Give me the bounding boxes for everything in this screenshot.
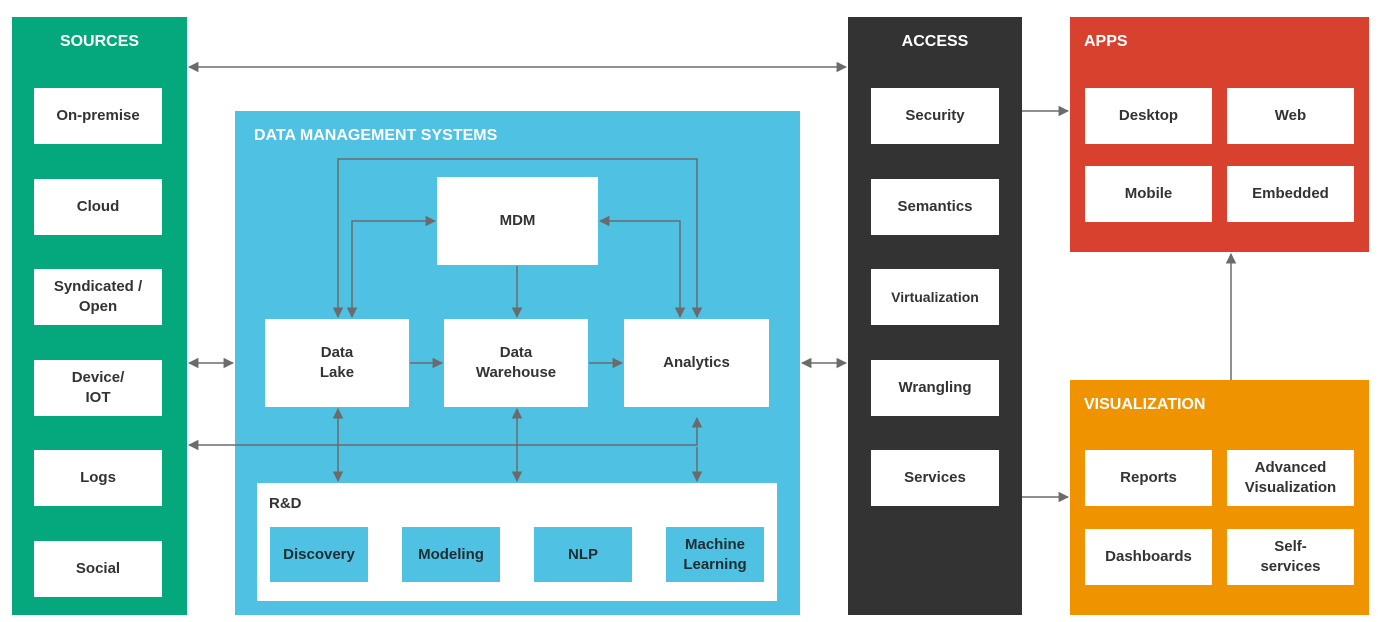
rd-modeling: Modeling: [402, 527, 500, 582]
viz-self-services: Self- services: [1227, 529, 1354, 585]
viz-reports: Reports: [1085, 450, 1212, 506]
rd-nlp: NLP: [534, 527, 632, 582]
analytics-box: Analytics: [624, 319, 769, 407]
rd-title: R&D: [269, 495, 302, 512]
mdm-box: MDM: [437, 177, 598, 265]
access-security: Security: [871, 88, 999, 144]
apps-panel: APPS Desktop Web Mobile Embedded: [1070, 17, 1369, 252]
source-cloud: Cloud: [34, 179, 162, 235]
viz-dashboards: Dashboards: [1085, 529, 1212, 585]
sources-title: SOURCES: [59, 33, 140, 50]
source-on-premise: On-premise: [34, 88, 162, 144]
access-virtualization: Virtualization: [871, 269, 999, 325]
app-desktop: Desktop: [1085, 88, 1212, 144]
data-warehouse-box: Data Warehouse: [444, 319, 588, 407]
viz-advanced-visualization: Advanced Visualization: [1227, 450, 1354, 506]
app-web: Web: [1227, 88, 1354, 144]
dms-title: DATA MANAGEMENT SYSTEMS: [254, 127, 498, 144]
source-device-iot: Device/ IOT: [34, 360, 162, 416]
source-social: Social: [34, 541, 162, 597]
access-title: ACCESS: [901, 33, 969, 50]
app-mobile: Mobile: [1085, 166, 1212, 222]
access-semantics: Semantics: [871, 179, 999, 235]
source-logs: Logs: [34, 450, 162, 506]
visualization-panel: VISUALIZATION Reports Advanced Visualiza…: [1070, 380, 1369, 615]
access-wrangling: Wrangling: [871, 360, 999, 416]
apps-title: APPS: [1084, 33, 1128, 50]
access-panel: ACCESS Security Semantics Virtualization…: [848, 17, 1022, 615]
visualization-title: VISUALIZATION: [1084, 396, 1206, 413]
source-syndicated-open: Syndicated / Open: [34, 269, 162, 325]
access-services: Services: [871, 450, 999, 506]
data-lake-box: Data Lake: [265, 319, 409, 407]
rd-discovery: Discovery: [270, 527, 368, 582]
sources-panel: SOURCES On-premise Cloud Syndicated / Op…: [12, 17, 187, 615]
app-embedded: Embedded: [1227, 166, 1354, 222]
rd-machine-learning: Machine Learning: [666, 527, 764, 582]
